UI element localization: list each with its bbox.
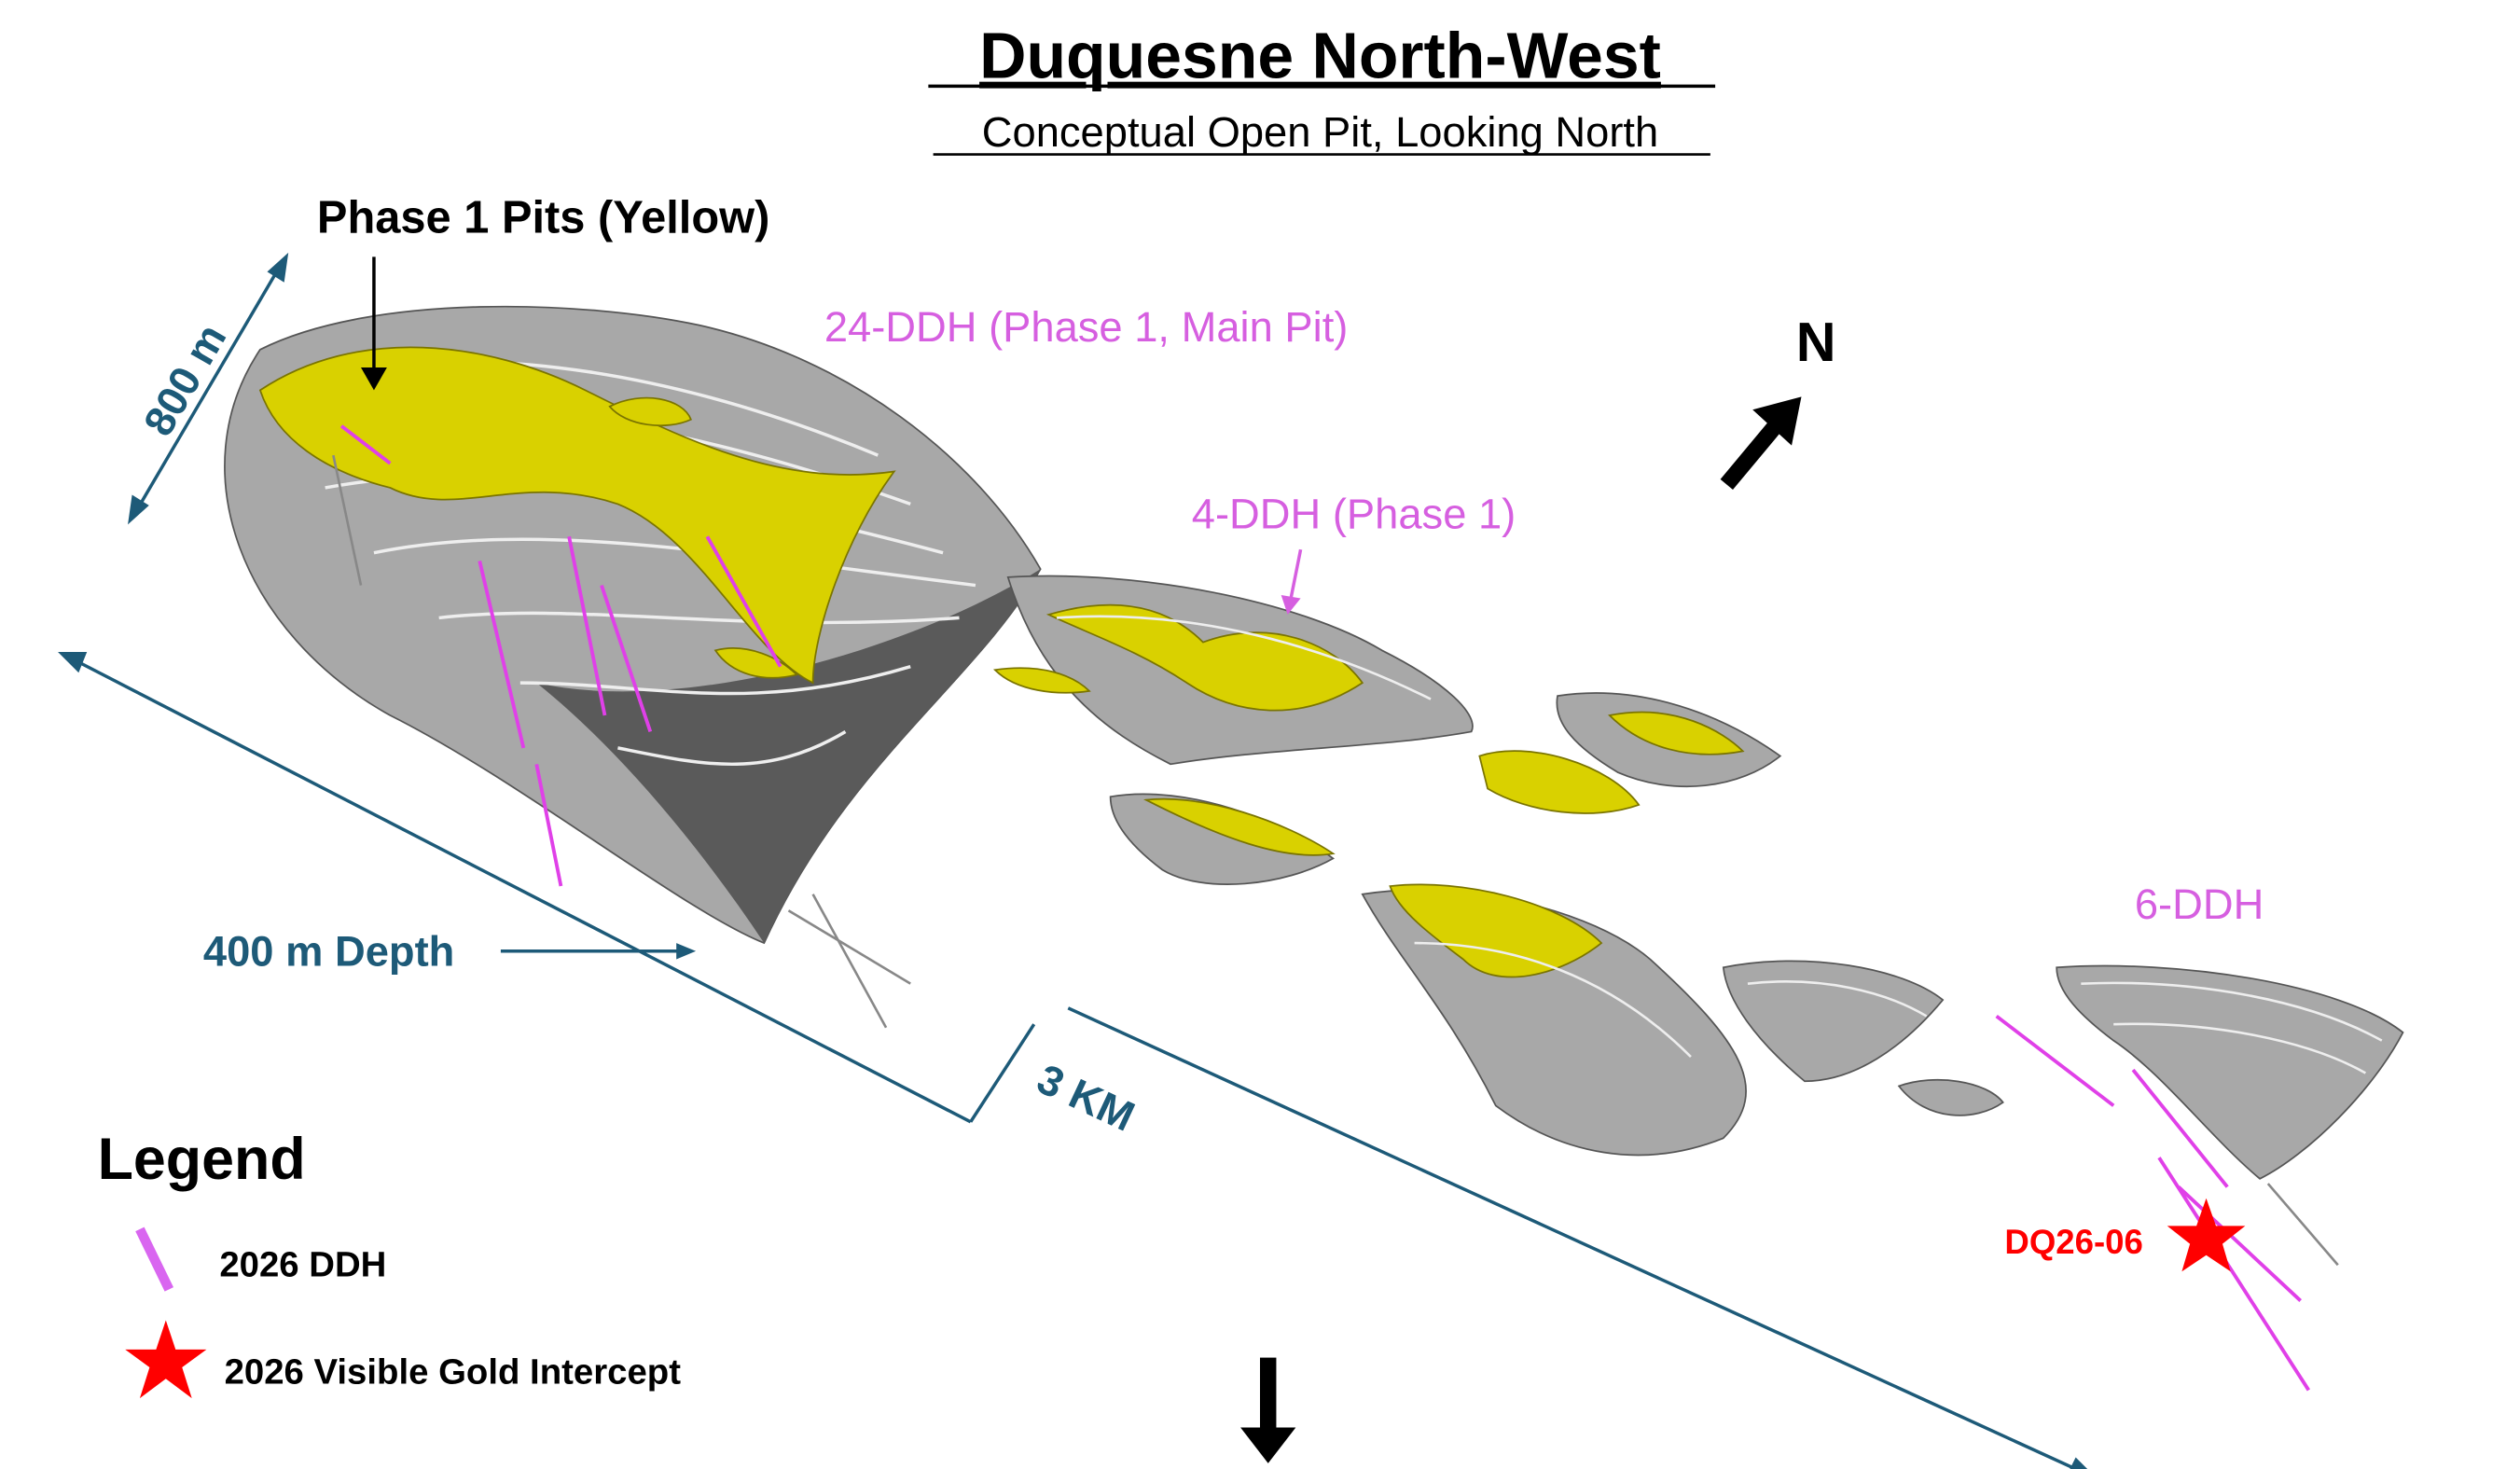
drill-hole-line-icon (135, 1226, 174, 1292)
north-label: N (1796, 311, 1836, 373)
width-scale-label: 800 m (134, 316, 235, 444)
phase1-yellow-pit (258, 346, 896, 685)
length-scale-bar (58, 652, 2088, 1469)
depth-label: 400 m Depth (203, 927, 454, 975)
ddh-east-label: 6-DDH (2135, 880, 2264, 928)
star-icon (125, 1320, 207, 1399)
main-pit (224, 305, 1042, 945)
pit-group-middle (993, 575, 2404, 1180)
arrow-head-icon (676, 943, 697, 960)
legend-item-gold: 2026 Visible Gold Intercept (225, 1351, 682, 1392)
page-subtitle: Conceptual Open Pit, Looking North (982, 108, 1658, 156)
north-arrow-icon (1720, 396, 1802, 491)
width-scale-bar (128, 252, 289, 525)
arrow-head-icon (1281, 595, 1301, 615)
legend-item-ddh: 2026 DDH (219, 1244, 386, 1284)
length-scale-label: 3 KM (1030, 1055, 1142, 1141)
down-arrow-icon (1240, 1357, 1296, 1463)
legend: Legend 2026 DDH 2026 Visible Gold Interc… (98, 1127, 682, 1399)
ddh-phase1-label: 4-DDH (Phase 1) (1192, 491, 1516, 538)
ddh-main-label: 24-DDH (Phase 1, Main Pit) (824, 303, 1349, 351)
intercept-label: DQ26-06 (2004, 1223, 2142, 1261)
drill-holes-2026 (339, 424, 2310, 1392)
gold-intercept-star-icon (2167, 1198, 2246, 1272)
arrow-head-icon (360, 367, 387, 391)
historic-drill-holes (332, 454, 2339, 1267)
page-title: Duquesne North-West (979, 20, 1661, 92)
ddh-phase1-arrow (1289, 548, 1303, 599)
legend-title: Legend (98, 1127, 306, 1192)
phase1-pits-label: Phase 1 Pits (Yellow) (317, 192, 769, 243)
